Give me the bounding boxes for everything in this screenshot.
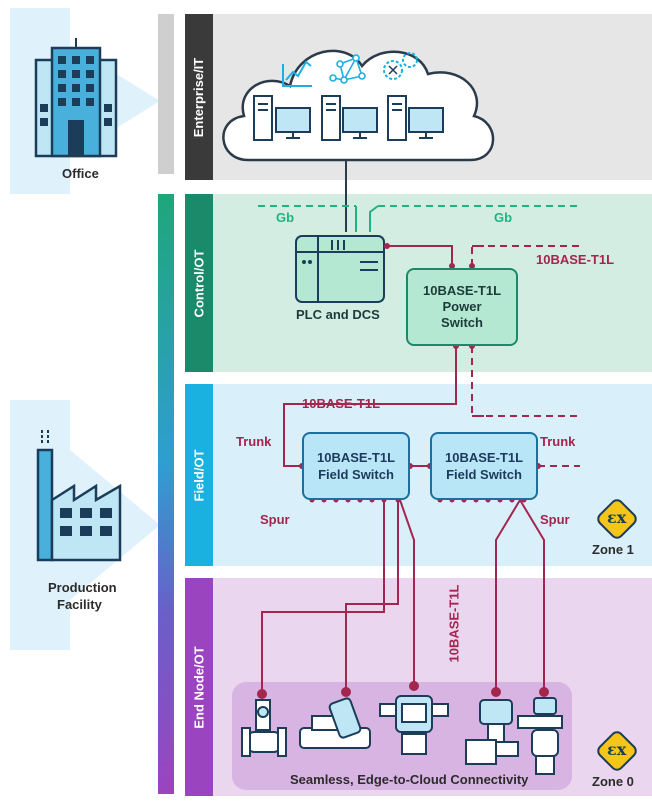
- spur-label-right: Spur: [540, 512, 570, 527]
- monitor-icon: [275, 107, 444, 139]
- ex-symbol-zone0: εx: [607, 740, 627, 759]
- explosion-proof-icon: [597, 499, 637, 771]
- factory-icon: [36, 430, 122, 562]
- network-icon: [329, 54, 366, 84]
- power-switch: 10BASE-T1L Power Switch: [406, 268, 518, 346]
- plc-label: PLC and DCS: [296, 307, 380, 322]
- production-label-line1: Production: [48, 580, 117, 595]
- field-switch-1-line2: Field Switch: [318, 467, 394, 482]
- field-band: [185, 384, 652, 566]
- field-switch-2-line2: Field Switch: [446, 467, 522, 482]
- valve-icon: [299, 697, 371, 749]
- field-switch-2: 10BASE-T1L Field Switch: [430, 432, 538, 500]
- production-label-line2: Facility: [57, 597, 102, 612]
- gears-icon: [383, 52, 418, 80]
- field-band-label: Field/OT: [185, 384, 213, 566]
- gb-label-right: Gb: [494, 210, 513, 225]
- power-switch-line3: Switch: [441, 315, 483, 330]
- t1l-links: [261, 245, 580, 694]
- t1l-label-vertical: 10BASE-T1L: [446, 583, 462, 663]
- field-switch-1-line1: 10BASE-T1L: [316, 450, 396, 465]
- office-label: Office: [62, 166, 99, 181]
- zone1-label: Zone 1: [592, 542, 634, 557]
- power-switch-line1: 10BASE-T1L: [422, 283, 502, 298]
- spur-label-left: Spur: [260, 512, 290, 527]
- office-building-icon: [34, 38, 118, 158]
- connectivity-label: Seamless, Edge-to-Cloud Connectivity: [290, 772, 529, 787]
- control-valve-icon: [517, 697, 563, 775]
- flowmeter-icon: [241, 699, 287, 757]
- chart-icon: [282, 60, 312, 87]
- power-switch-line2: Power: [442, 299, 482, 314]
- t1l-label-control: 10BASE-T1L: [536, 252, 615, 267]
- control-band-label: Control/OT: [185, 194, 213, 372]
- server-icon: [253, 95, 407, 141]
- pressure-transmitter-icon: [465, 699, 519, 765]
- t1l-label-field: 10BASE-T1L: [302, 396, 381, 411]
- zone0-label: Zone 0: [592, 774, 634, 789]
- end-node-band-label: End Node/OT: [185, 578, 213, 796]
- gb-label-left: Gb: [276, 210, 295, 225]
- field-switch-1: 10BASE-T1L Field Switch: [302, 432, 410, 500]
- trunk-label-right: Trunk: [540, 434, 576, 449]
- trunk-label-left: Trunk: [236, 434, 272, 449]
- enterprise-band-label: Enterprise/IT: [185, 14, 213, 180]
- transmitter-icon: [379, 695, 449, 755]
- it-gradient-bar: [158, 14, 174, 174]
- plc-icon: [295, 235, 385, 303]
- ex-symbol-zone1: εx: [607, 508, 627, 527]
- ot-gradient-bar: [158, 194, 174, 794]
- gb-links: [258, 205, 580, 232]
- field-switch-2-line1: 10BASE-T1L: [444, 450, 524, 465]
